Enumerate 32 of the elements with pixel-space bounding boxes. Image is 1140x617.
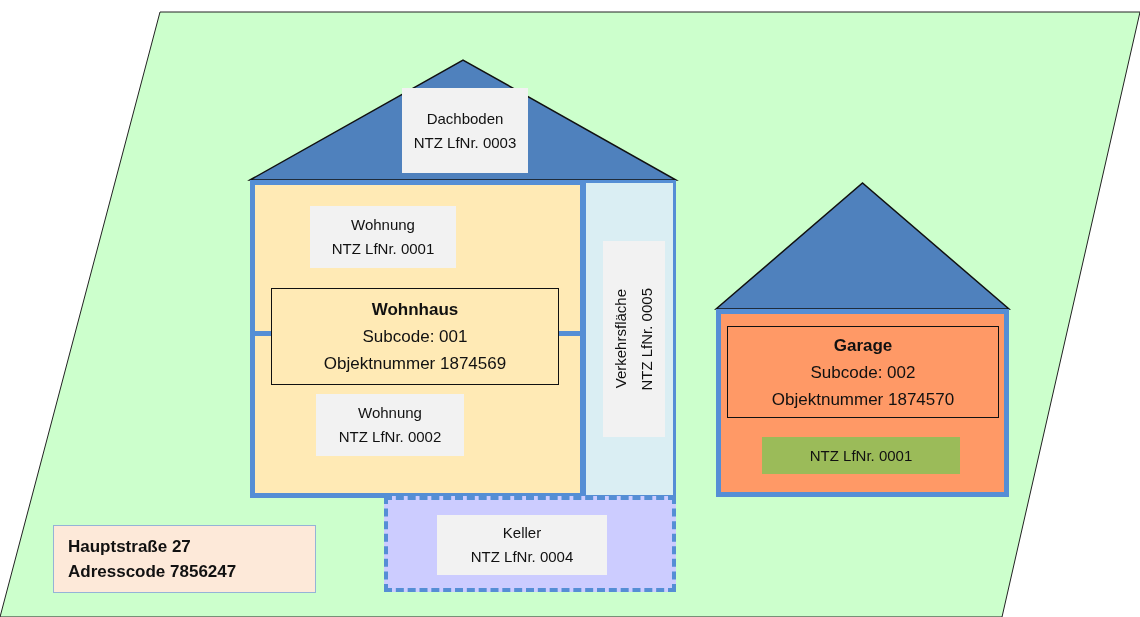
building-body <box>716 309 1009 497</box>
room-label-box <box>603 241 665 437</box>
basement-area <box>384 496 676 592</box>
label-heading: Garage <box>833 334 893 357</box>
label-text: Subcode: 001 <box>362 326 468 348</box>
room-label-box <box>310 206 456 268</box>
building-body <box>250 180 676 498</box>
label-heading: Keller <box>502 523 542 543</box>
room-label-box <box>316 394 464 456</box>
label-heading: Wohnung <box>358 403 422 423</box>
label-text: NTZ LfNr. 0004 <box>470 547 574 567</box>
label-text: NTZ LfNr. 0005 <box>637 287 656 391</box>
label-text: NTZ LfNr. 0002 <box>338 427 442 447</box>
label-text: Subcode: 002 <box>810 361 916 384</box>
label-heading: Wohnung <box>351 215 415 235</box>
label-heading: NTZ LfNr. 0001 <box>809 445 913 466</box>
label-heading: Dachboden <box>426 108 504 129</box>
room-label-box <box>437 515 607 575</box>
label-heading: Hauptstraße 27 <box>68 536 192 558</box>
address-box <box>53 525 316 593</box>
label-heading: Wohnhaus <box>371 299 459 321</box>
corridor-area <box>580 183 673 495</box>
unit-label-box <box>762 437 960 474</box>
label-text: Objektnummer 1874570 <box>771 388 955 411</box>
building-info-box <box>271 288 559 385</box>
label-text: NTZ LfNr. 0003 <box>413 132 517 153</box>
label-heading: Verkehrsfläche <box>611 289 630 389</box>
label-text: Adresscode 7856247 <box>68 561 238 583</box>
room-label-box <box>402 88 528 173</box>
label-text: Objektnummer 1874569 <box>323 353 507 375</box>
label-text: NTZ LfNr. 0001 <box>331 239 435 259</box>
building-info-box <box>727 326 999 418</box>
